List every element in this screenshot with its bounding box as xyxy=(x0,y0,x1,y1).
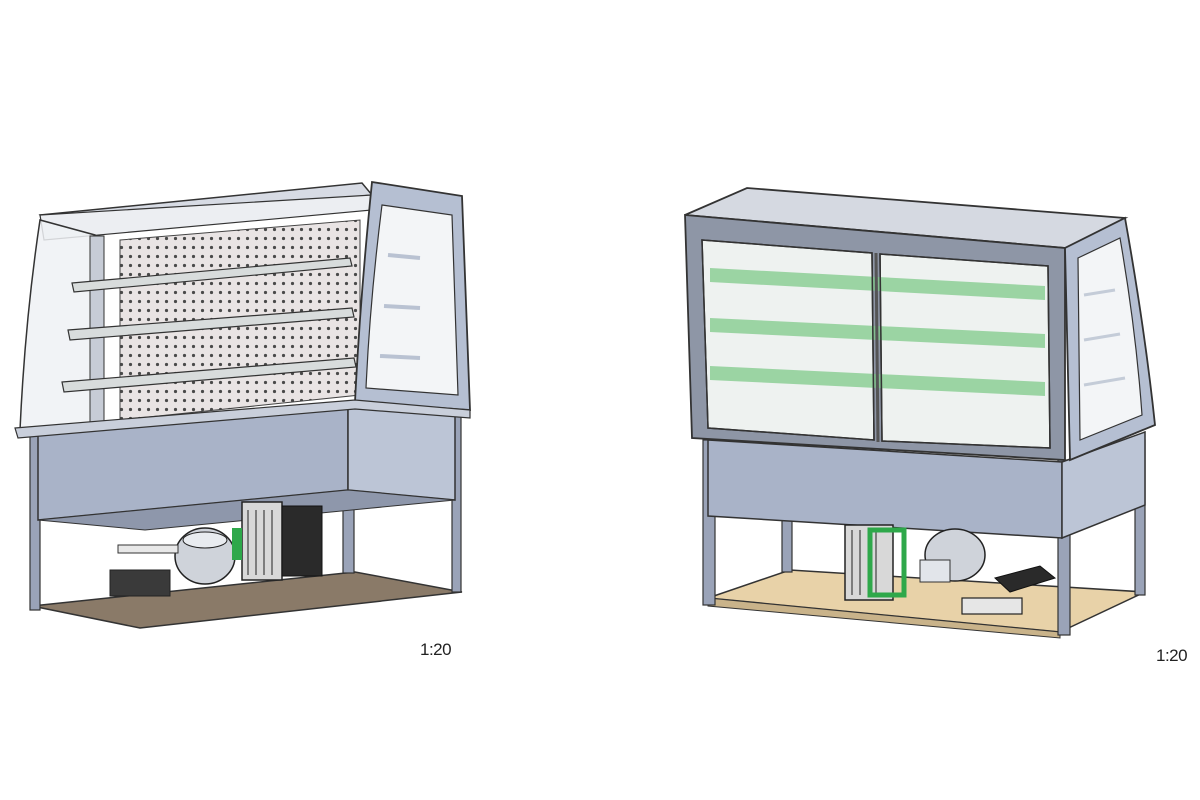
terminal-block xyxy=(961,597,1023,615)
left-glass-side xyxy=(19,219,96,431)
open-display-case-view: 1:20 xyxy=(14,180,471,659)
front-rim xyxy=(14,399,471,439)
base-board xyxy=(31,571,463,629)
shelf-middle xyxy=(67,307,355,341)
refrigeration-unit xyxy=(844,524,1057,615)
glazed-display-case-drawing xyxy=(684,187,1156,639)
condenser-coil xyxy=(241,501,283,581)
right-end-glass xyxy=(365,204,459,396)
scale-label: 1:20 xyxy=(420,640,452,659)
control-box xyxy=(993,565,1057,593)
shelves xyxy=(61,257,357,393)
condenser-fan xyxy=(281,505,323,577)
lower-tank-side xyxy=(347,404,456,501)
shelf-top xyxy=(71,257,353,293)
lower-body-side xyxy=(1061,430,1146,540)
refrigeration-unit xyxy=(109,501,323,597)
glazed-display-case-view: 1:20 xyxy=(600,0,1200,800)
scale-label: 1:20 xyxy=(1156,646,1188,665)
side-glass xyxy=(1077,237,1143,441)
open-display-case-drawing xyxy=(14,180,471,629)
